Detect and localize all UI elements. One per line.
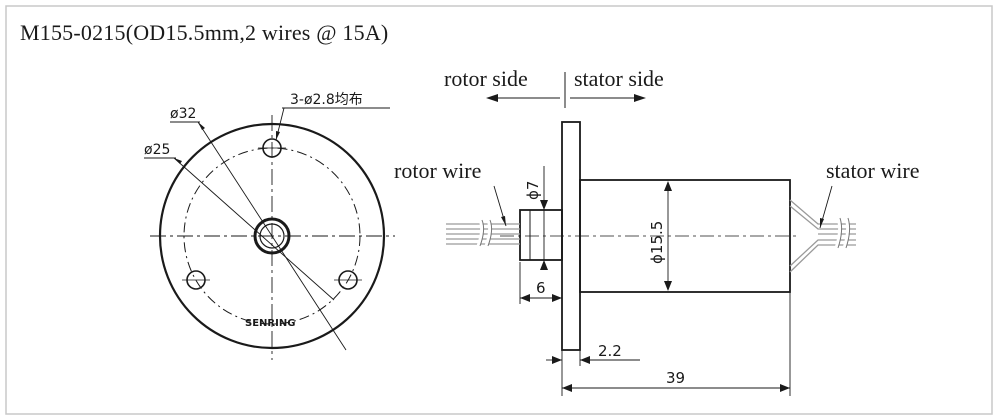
flange-thickness-label: 2.2 [598,342,622,360]
dim-shaft-length [519,262,562,304]
dia32-leader [197,121,347,351]
rotor-wire-label: rotor wire [394,158,481,183]
rotor-side-label: rotor side [444,66,528,91]
stator-side-label: stator side [574,66,664,91]
holes-label: 3-ø2.8均布 [290,92,363,108]
dia32-label: ø32 [170,106,196,122]
drawing-border [5,5,993,415]
dim-total-length [562,292,791,396]
stator-wire-label: stator wire [826,158,919,183]
total-length-label: 39 [666,369,685,387]
body-diameter-label: ϕ15.5 [648,221,666,264]
dia25-leader [173,157,335,301]
bore-inner [259,223,285,249]
side-view [486,72,800,351]
shaft-length-label: 6 [536,279,546,297]
shaft-diameter-label: ϕ7 [524,181,542,200]
drawing-title: M155-0215(OD15.5mm,2 wires @ 15A) [20,20,389,45]
rotor-wires [446,219,520,247]
front-view [144,107,395,360]
dim-flange-thickness [546,350,640,396]
dim-body-diameter [664,181,672,291]
dia25-label: ø25 [144,142,170,158]
bore-outer [253,217,291,255]
rotor-shaft [519,209,563,261]
dim-shaft-diameter [540,166,548,270]
stator-wires [789,199,856,273]
brand-label: SENRING [245,318,295,329]
